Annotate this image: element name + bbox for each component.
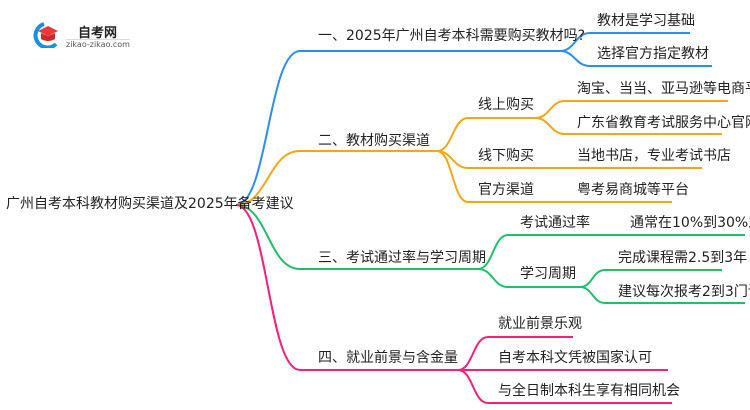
node-2-1-1[interactable]: 淘宝、当当、亚马逊等电商平台 <box>577 81 750 97</box>
connector-2-1-1 <box>534 100 728 119</box>
connector-3-2-2 <box>579 286 745 304</box>
node-2-3[interactable]: 官方渠道 <box>478 182 534 198</box>
connector-2-1 <box>436 117 535 152</box>
branch-2[interactable]: 二、教材购买渠道 <box>318 133 430 149</box>
node-1-1[interactable]: 教材是学习基础 <box>597 13 695 29</box>
connector-2-3 <box>436 150 672 203</box>
connector-1-1 <box>559 32 690 52</box>
graduation-cap-icon <box>33 22 58 48</box>
connector-branch-4 <box>235 204 458 371</box>
branch-4[interactable]: 四、就业前景与含金量 <box>318 350 458 366</box>
branch-3[interactable]: 三、考试通过率与学习周期 <box>318 250 486 266</box>
node-4-1[interactable]: 就业前景乐观 <box>498 316 582 332</box>
connector-2-1-2 <box>534 117 722 135</box>
connector-branch-3 <box>235 204 478 270</box>
node-4-3[interactable]: 与全日制本科生享有相同机会 <box>498 383 680 399</box>
logo: 自考网 zikao-zikao.com <box>30 20 140 50</box>
node-2-3-1[interactable]: 粤考易商城等平台 <box>577 182 689 198</box>
connector-4-1 <box>457 336 573 371</box>
root-topic[interactable]: 广州自考本科教材购买渠道及2025年备考建议 <box>6 196 294 212</box>
node-1-2[interactable]: 选择官方指定教材 <box>597 46 709 62</box>
branch-1[interactable]: 一、2025年广州自考本科需要购买教材吗? <box>318 28 586 44</box>
node-3-1[interactable]: 考试通过率 <box>520 215 590 231</box>
connector-3-2 <box>477 268 580 288</box>
connector-1-2 <box>559 50 712 67</box>
node-2-1-2[interactable]: 广东省教育考试服务中心官网 <box>577 115 750 131</box>
node-4-2[interactable]: 自考本科文凭被国家认可 <box>498 350 652 366</box>
node-3-1-1[interactable]: 通常在10%到30%之间 <box>630 215 750 231</box>
connector-3-2-1 <box>579 269 722 288</box>
connector-branch-2 <box>235 150 437 206</box>
connector-4-3 <box>457 369 672 404</box>
connector-branch-1 <box>235 50 560 206</box>
logo-name: 自考网 <box>78 26 118 41</box>
connector-3-1 <box>477 234 745 270</box>
node-3-2-1[interactable]: 完成课程需2.5到3年 <box>618 250 748 266</box>
node-2-1[interactable]: 线上购买 <box>478 97 534 113</box>
node-2-2[interactable]: 线下购买 <box>478 148 534 164</box>
logo-url: zikao-zikao.com <box>66 39 130 49</box>
node-3-2-2[interactable]: 建议每次报考2到3门课程 <box>618 284 750 300</box>
node-2-2-1[interactable]: 当地书店，专业考试书店 <box>577 148 731 164</box>
node-3-2[interactable]: 学习周期 <box>520 266 576 282</box>
